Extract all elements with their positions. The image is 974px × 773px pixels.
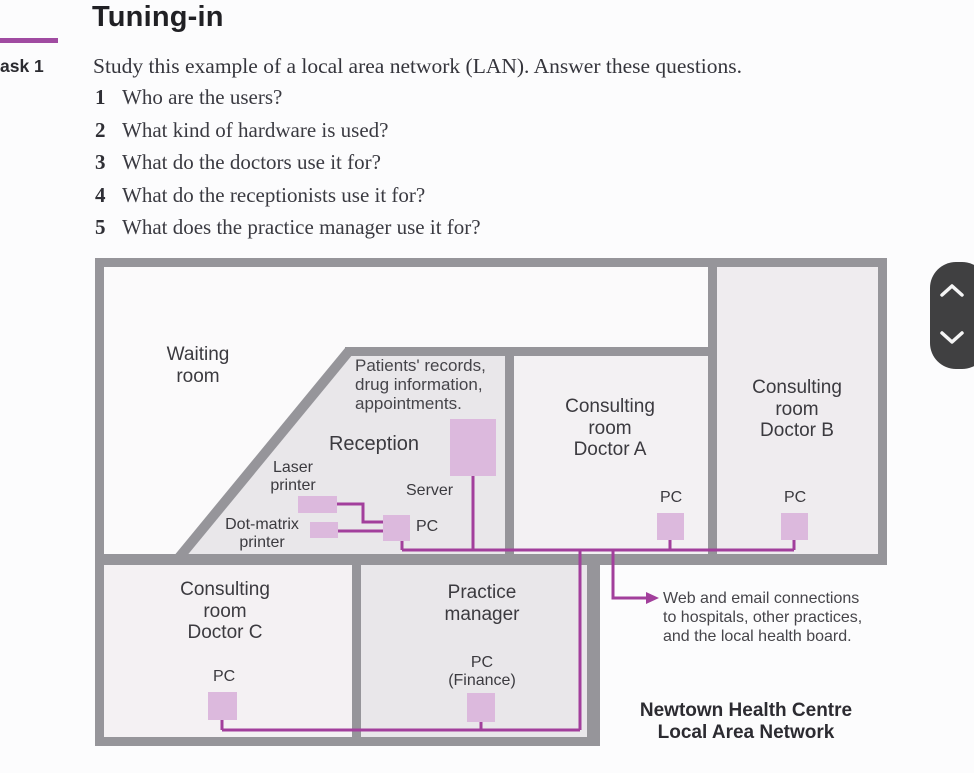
chevron-down-icon [938, 329, 966, 349]
wall-doctor-b-left [708, 258, 717, 565]
wall-middle [95, 554, 887, 565]
question-text: What kind of hardware is used? [122, 118, 389, 142]
question-row: 1 Who are the users? [95, 85, 282, 110]
cable-laser-printer [337, 502, 383, 524]
wall-right [878, 258, 887, 563]
doctor-b-pc-box [781, 513, 808, 540]
devices [208, 419, 808, 722]
question-text: What do the doctors use it for? [122, 150, 381, 174]
doctor-c-pc-label: PC [213, 668, 236, 685]
wall-doctor-c-practice [352, 554, 361, 746]
doctor-c-label: Consulting room Doctor C [180, 579, 270, 643]
question-row: 5 What does the practice manager use it f… [95, 215, 481, 240]
diagram-caption: Newtown Health Centre Local Area Network [639, 700, 853, 743]
question-text: Who are the users? [122, 85, 283, 109]
finance-pc-box [467, 693, 495, 722]
question-number: 2 [95, 118, 106, 142]
wall-top [95, 258, 887, 267]
question-row: 2 What kind of hardware is used? [95, 118, 389, 143]
finance-pc-label: PC (Finance) [448, 654, 516, 689]
scroll-panel [930, 262, 974, 369]
task-accent-rule [0, 38, 58, 43]
chevron-up-icon [938, 282, 966, 302]
wall-left [95, 258, 104, 746]
page-title: Tuning-in [92, 1, 224, 33]
question-text: What does the practice manager use it fo… [122, 215, 481, 239]
question-text: What do the receptionists use it for? [122, 183, 426, 207]
doctor-b-label: Consulting room Doctor B [752, 377, 842, 441]
reception-pc-box [383, 515, 410, 541]
walls [95, 258, 887, 746]
wan-note: Web and email connections to hospitals, … [663, 590, 863, 645]
server-label: Server [406, 482, 454, 499]
laser-printer-box [298, 496, 337, 513]
scroll-up-button[interactable] [930, 273, 974, 311]
intro-text: Study this example of a local area netwo… [93, 54, 743, 78]
waiting-room-label: Waiting room [166, 344, 230, 387]
doctor-a-label: Consulting room Doctor A [565, 396, 655, 460]
network-cables [220, 476, 796, 732]
doctor-a-pc-box [657, 513, 684, 540]
dot-matrix-printer-box [310, 522, 338, 538]
question-number: 3 [95, 150, 106, 174]
dot-matrix-printer-label: Dot-matrix printer [225, 516, 299, 551]
doctor-a-pc-label: PC [660, 489, 683, 506]
question-number: 5 [95, 215, 106, 239]
server-box [450, 419, 496, 476]
wan-arrow-icon [646, 592, 659, 604]
wall-practice-right [587, 554, 600, 746]
wall-reception-doctor-a [505, 347, 514, 565]
question-number: 4 [95, 183, 106, 207]
doctor-b-floor [717, 267, 878, 554]
question-row: 3 What do the doctors use it for? [95, 150, 381, 175]
wall-bottom [95, 737, 600, 746]
doctor-b-pc-label: PC [784, 489, 807, 506]
wall-diagonal [173, 347, 353, 564]
question-row: 4 What do the receptionists use it for? [95, 183, 425, 208]
cable-wan-link [611, 550, 646, 600]
reception-pc-label: PC [416, 518, 439, 535]
reception-label: Reception [328, 433, 420, 455]
practice-manager-label: Practice manager [444, 582, 520, 625]
scroll-down-button[interactable] [930, 320, 974, 358]
reception-note: Patients' records, drug information, app… [355, 356, 486, 413]
laser-printer-label: Laser printer [270, 459, 316, 494]
task-label: ask 1 [0, 56, 44, 76]
reception-floor [180, 356, 505, 554]
wall-reception-top [345, 347, 717, 356]
doctor-c-pc-box [208, 692, 237, 720]
question-number: 1 [95, 85, 106, 109]
